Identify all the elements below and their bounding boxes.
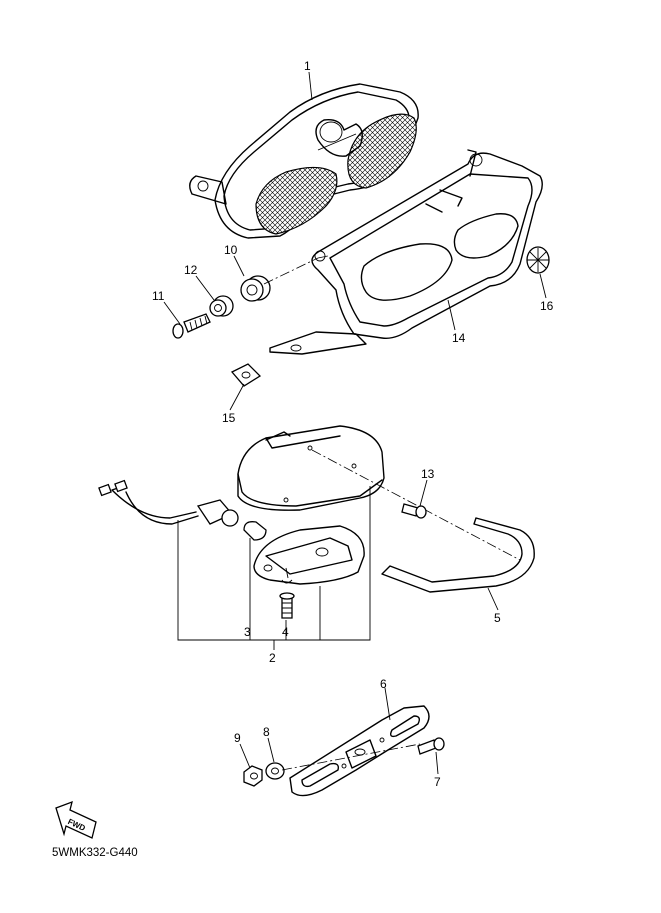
nut-9 (243, 765, 263, 787)
callout-9: 9 (234, 731, 241, 745)
damper-10 (240, 275, 271, 302)
leader-lines (163, 71, 547, 775)
callout-3: 3 (244, 625, 251, 639)
callout-15: 15 (222, 411, 236, 425)
washer-8 (265, 762, 285, 780)
callout-numbers: 1 10 12 11 16 14 15 13 5 3 4 2 6 9 8 7 (152, 59, 554, 789)
callout-5: 5 (494, 611, 501, 625)
callout-13: 13 (421, 467, 435, 481)
tail-light-bracket (269, 149, 543, 355)
callout-14: 14 (452, 331, 466, 345)
screw-13 (401, 503, 427, 519)
license-light-assembly (98, 425, 385, 650)
grommet-16 (526, 246, 550, 274)
callout-16: 16 (540, 299, 554, 313)
callout-6: 6 (380, 677, 387, 691)
callout-4: 4 (282, 625, 289, 639)
diagram-code: 5WMK332-G440 (52, 847, 138, 859)
callout-8: 8 (263, 725, 270, 739)
bolt-7 (417, 737, 445, 755)
callout-7: 7 (434, 775, 441, 789)
tail-light-assembly (189, 83, 419, 239)
callout-10: 10 (224, 243, 238, 257)
collar-12 (209, 295, 234, 317)
callout-11: 11 (152, 289, 165, 303)
callout-2: 2 (269, 651, 276, 665)
license-bracket-6 (289, 705, 430, 797)
seal-strip-5 (381, 517, 535, 593)
fwd-arrow-icon: FWD (55, 800, 97, 839)
callout-12: 12 (184, 263, 198, 277)
bolt-11 (172, 313, 211, 339)
callout-1: 1 (304, 59, 311, 73)
clip-15 (230, 363, 262, 387)
